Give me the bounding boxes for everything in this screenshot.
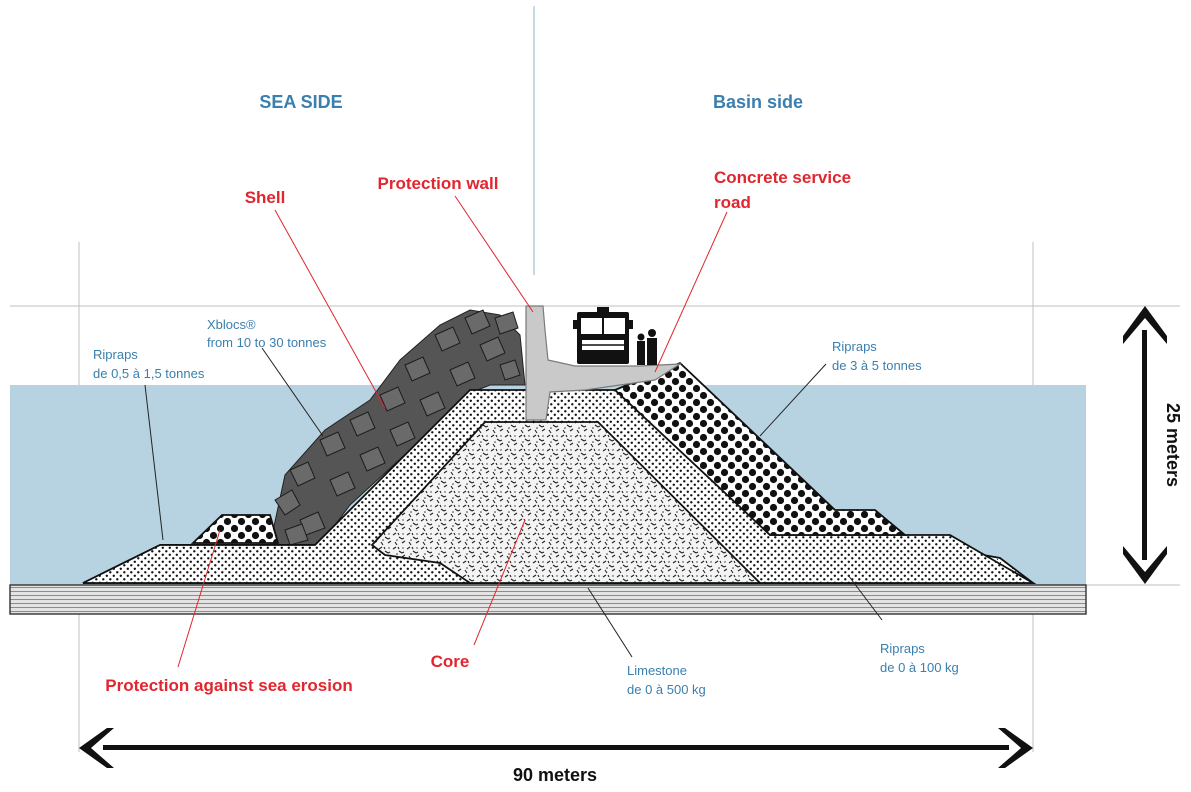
callout-protection-against-sea-erosion: Protection against sea erosion xyxy=(105,676,353,695)
core-limestone xyxy=(370,421,763,584)
label-limestone-line2: de 0 à 500 kg xyxy=(627,682,706,697)
label-riprap-basin-line2: de 3 à 5 tonnes xyxy=(832,358,922,373)
label-riprap-small-line2: de 0 à 100 kg xyxy=(880,660,959,675)
callout-protection-wall: Protection wall xyxy=(378,174,499,193)
xbloc-armour-shell xyxy=(269,309,526,546)
label-limestone-line1: Limestone xyxy=(627,663,687,678)
label-xblocs-line2: from 10 to 30 tonnes xyxy=(207,335,327,350)
label-riprap-basin-line1: Ripraps xyxy=(832,339,877,354)
callout-concrete-service-road-line2: road xyxy=(714,193,751,212)
dimension-height-label: 25 meters xyxy=(1163,403,1183,487)
leader-lines xyxy=(144,195,883,668)
riprap-armour-basin xyxy=(613,361,908,536)
dimension-width-label: 90 meters xyxy=(513,765,597,785)
label-riprap-sea-line1: Ripraps xyxy=(93,347,138,362)
width-dimension-arrow xyxy=(79,728,1033,768)
heading-sea-side: SEA SIDE xyxy=(259,92,342,112)
label-riprap-small-line1: Ripraps xyxy=(880,641,925,656)
toe-riprap-sea xyxy=(190,514,280,544)
protection-wall-and-road xyxy=(525,305,683,421)
people-icon xyxy=(637,329,657,365)
label-riprap-sea-line2: de 0,5 à 1,5 tonnes xyxy=(93,366,205,381)
height-dimension-arrow xyxy=(1123,306,1167,584)
callout-concrete-service-road-line1: Concrete service xyxy=(714,168,851,187)
callout-shell: Shell xyxy=(245,188,286,207)
heading-basin-side: Basin side xyxy=(713,92,803,112)
label-xblocs-line1: Xblocs® xyxy=(207,317,256,332)
seabed xyxy=(9,584,1087,615)
callout-core: Core xyxy=(431,652,470,671)
truck-icon xyxy=(573,307,633,364)
